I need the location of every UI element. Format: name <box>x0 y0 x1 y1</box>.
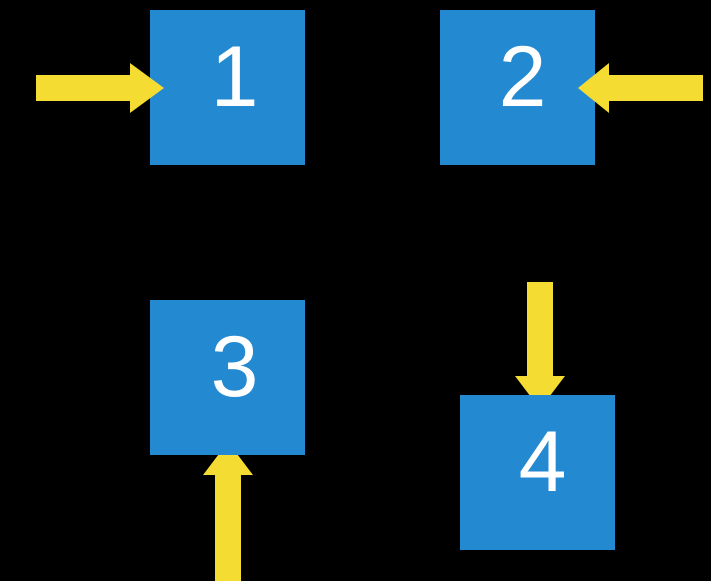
node-label-4: 4 <box>518 414 567 510</box>
arrow-into-4[interactable] <box>515 282 565 409</box>
arrow-left-shape <box>578 63 703 113</box>
node-box-3[interactable]: 3 <box>150 300 305 455</box>
arrow-up-shape <box>203 442 253 581</box>
node-box-1[interactable]: 1 <box>150 10 305 165</box>
arrow-into-2[interactable] <box>578 63 703 113</box>
arrow-into-1[interactable] <box>36 63 164 113</box>
arrow-right-shape <box>36 63 164 113</box>
node-label-1: 1 <box>210 29 259 125</box>
node-box-2[interactable]: 2 <box>440 10 595 165</box>
node-label-3: 3 <box>210 319 259 415</box>
node-label-2: 2 <box>498 29 547 125</box>
arrow-down-shape <box>515 282 565 409</box>
arrow-into-3[interactable] <box>203 442 253 581</box>
node-box-4[interactable]: 4 <box>460 395 615 550</box>
